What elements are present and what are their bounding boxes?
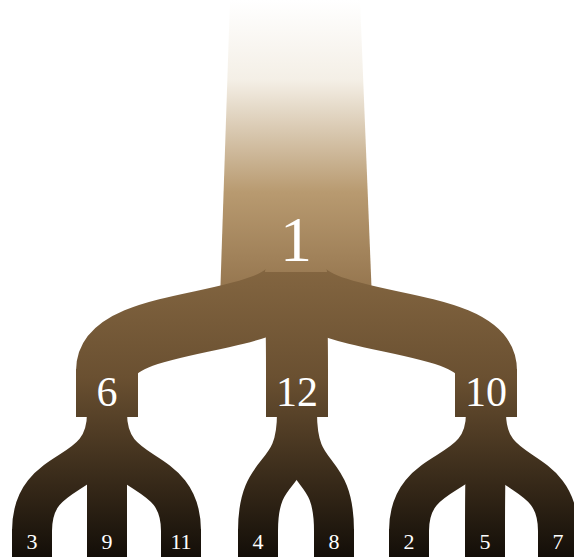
branch-connector	[486, 413, 558, 531]
leaf-node: 4	[249, 529, 268, 555]
trunk-shape	[220, 0, 372, 300]
node-number: 12	[276, 371, 318, 413]
leaf-node: 11	[166, 529, 195, 555]
leaf-node: 3	[23, 529, 42, 555]
branch-body	[465, 529, 505, 557]
branch-connector	[296, 272, 486, 371]
leaf-node: 8	[325, 529, 344, 555]
node-number: 5	[480, 531, 491, 553]
branch-body	[538, 529, 574, 557]
node-number: 6	[97, 371, 118, 413]
node-number: 4	[253, 531, 264, 553]
node-number: 9	[102, 531, 113, 553]
branch-body	[314, 529, 354, 557]
branch-body	[238, 529, 278, 557]
node-number: 11	[170, 531, 191, 553]
branch-body	[76, 369, 138, 417]
leaf-node: 7	[549, 529, 568, 555]
branch-node: 12	[272, 369, 322, 415]
node-number: 8	[329, 531, 340, 553]
leaf-node: 5	[476, 529, 495, 555]
branch-body	[266, 369, 328, 417]
node-number: 7	[553, 531, 564, 553]
node-number: 10	[465, 371, 507, 413]
branch-body	[161, 529, 201, 557]
node-number: 2	[404, 531, 415, 553]
branch-node: 6	[93, 369, 122, 415]
branch-connector	[107, 413, 181, 531]
branch-body	[87, 529, 127, 557]
branch-connector	[297, 413, 334, 531]
node-number: 3	[27, 531, 38, 553]
branch-body	[455, 369, 517, 417]
root-node: 1	[276, 206, 316, 274]
branch-body	[389, 529, 429, 557]
branch-node: 10	[461, 369, 511, 415]
leaf-node: 2	[400, 529, 419, 555]
node-number: 1	[280, 208, 312, 272]
branch-body	[12, 529, 52, 557]
leaf-node: 9	[98, 529, 117, 555]
